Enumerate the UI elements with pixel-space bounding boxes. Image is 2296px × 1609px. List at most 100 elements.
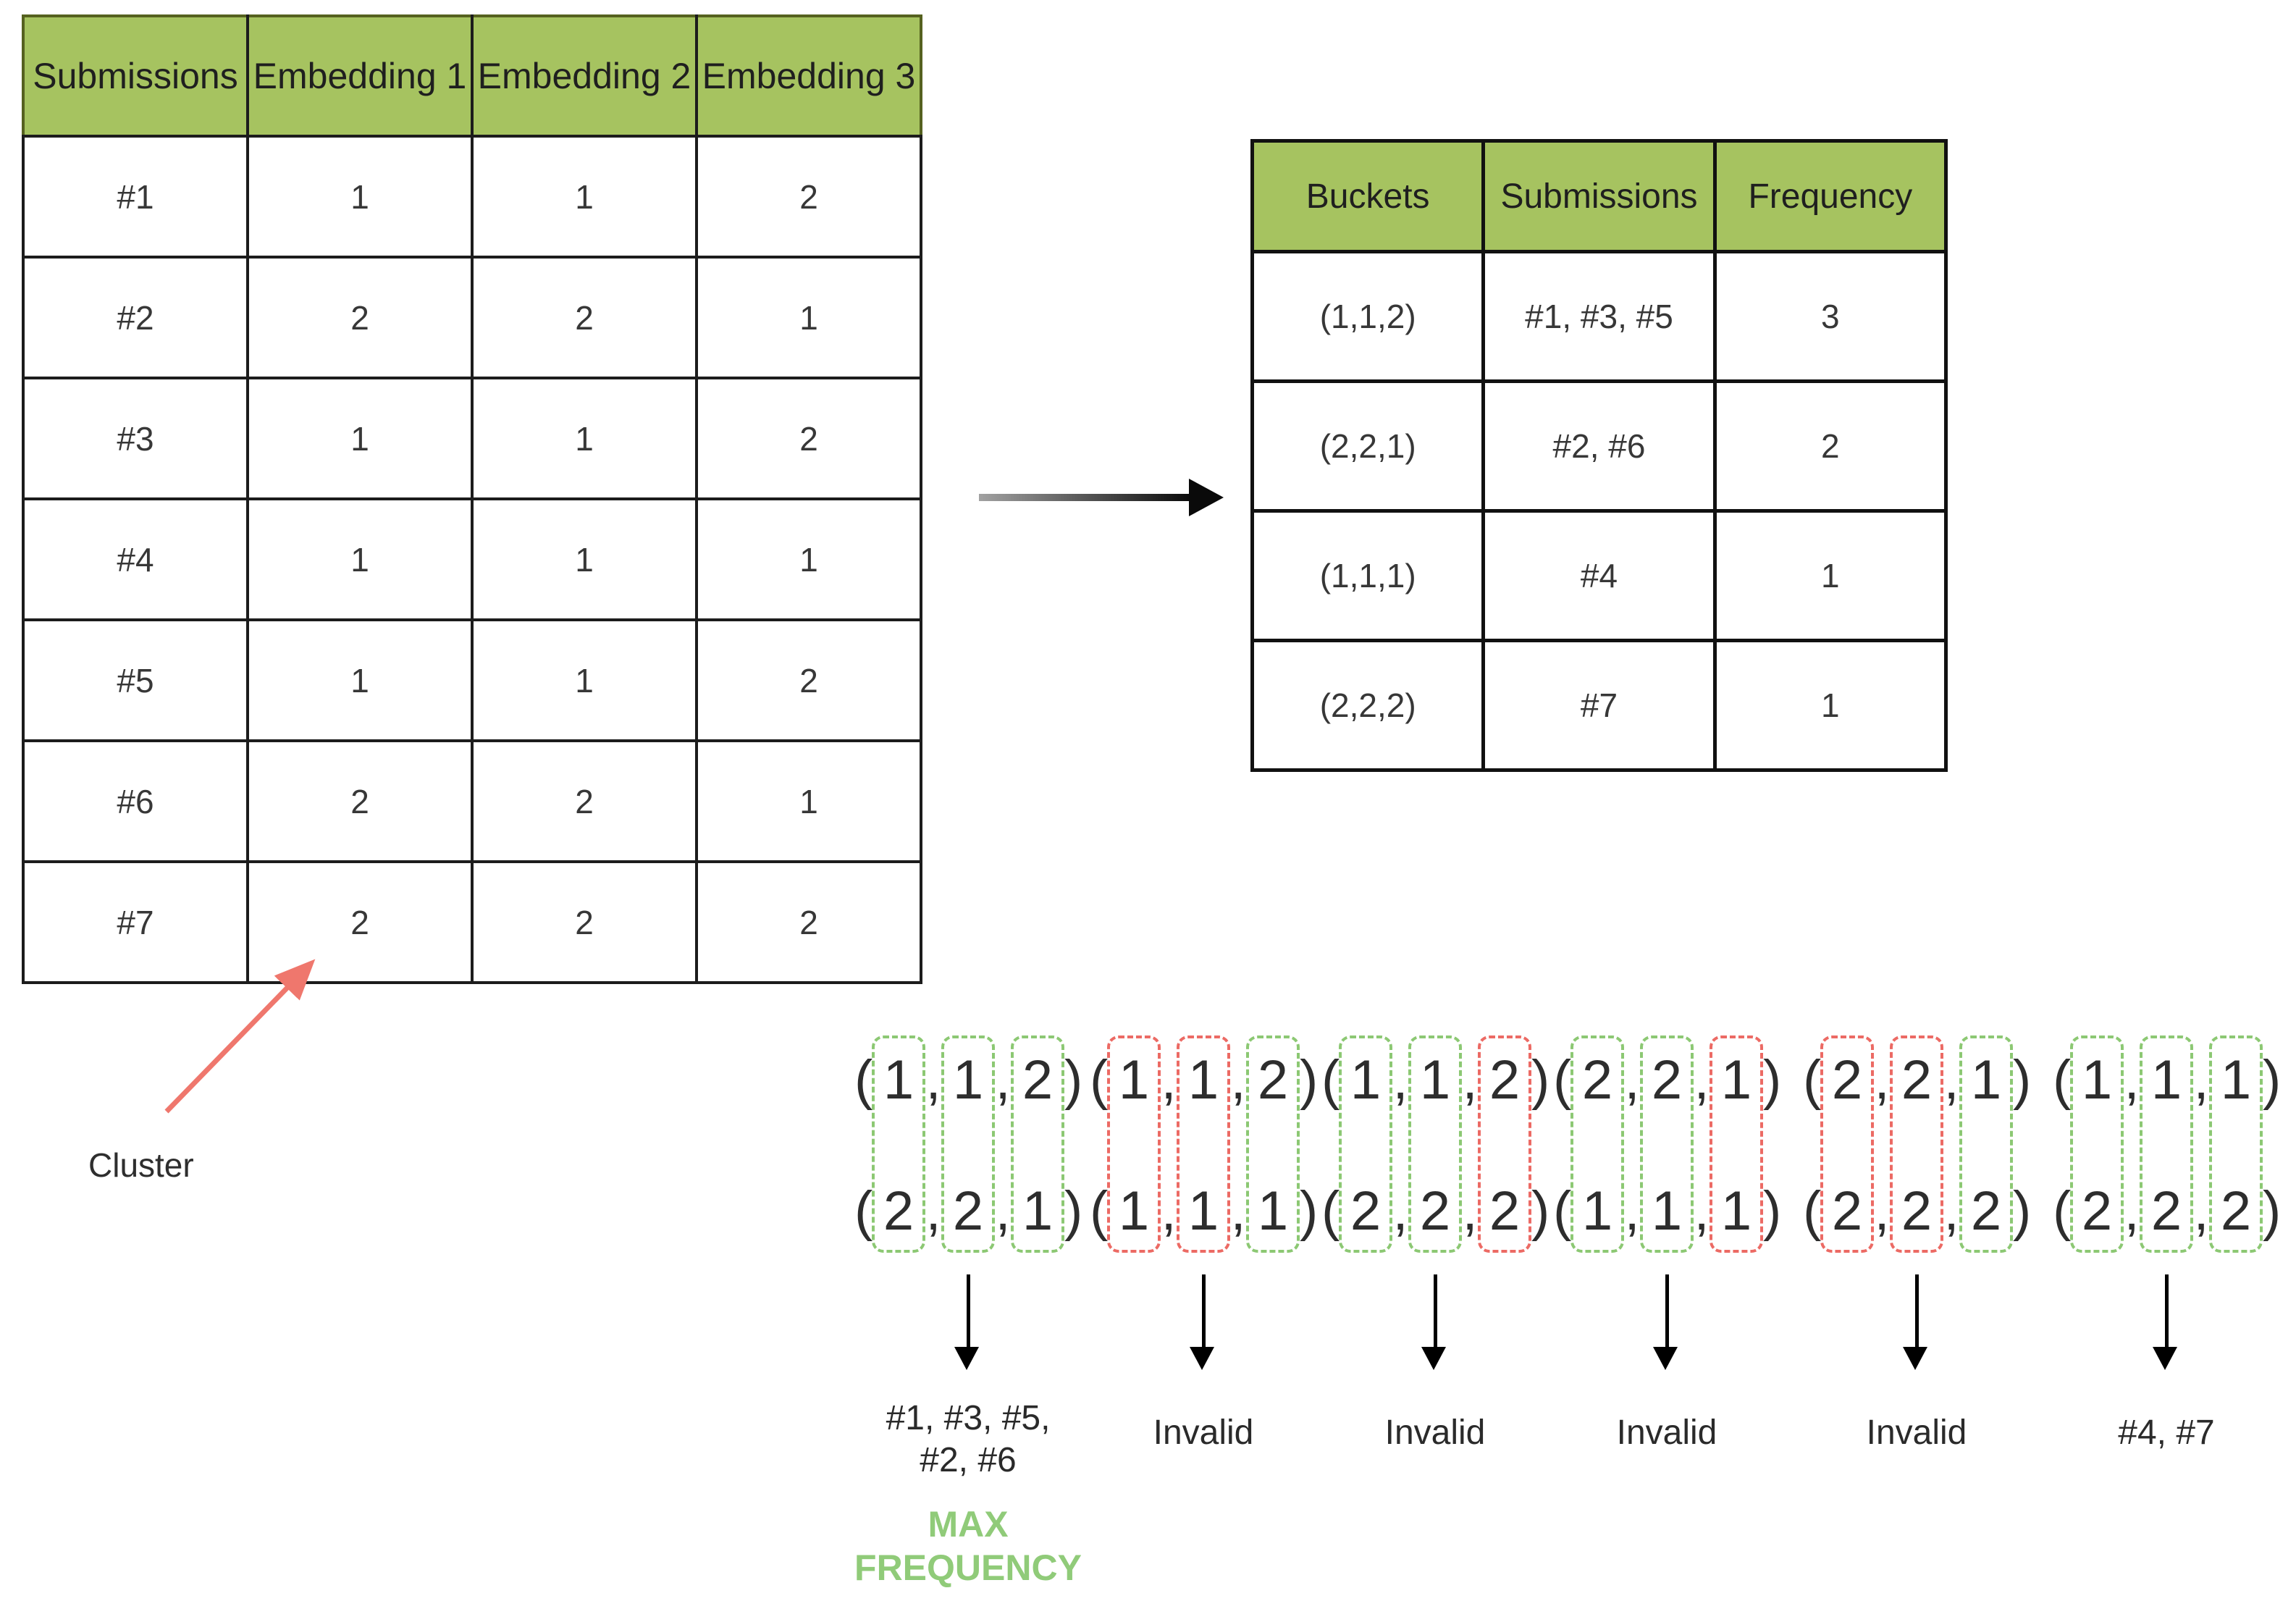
table-header-row: Submissions Embedding 1 Embedding 2 Embe… bbox=[22, 14, 922, 138]
tuple-comma: , bbox=[1230, 1180, 1246, 1242]
tuple-stack: ( 1 , 1 , 2 ) ( 1 , 1 , 1 ) bbox=[1090, 1035, 1318, 1253]
tuple-digit: 1 bbox=[1350, 1049, 1382, 1111]
embedding-cell: 1 bbox=[471, 377, 698, 500]
tuple-paren: ) bbox=[2013, 1180, 2032, 1242]
tuple-stack: ( 2 , 2 , 1 ) ( 2 , 2 , 2 ) bbox=[1803, 1035, 2032, 1253]
pair-result-label: #4, #7 bbox=[2024, 1412, 2296, 1454]
col-header-submissions: Submissions bbox=[22, 14, 249, 138]
pair-tuples: ( 1 , 1 , 2 ) ( 2 , 2 , 1 ) bbox=[854, 1035, 1082, 1253]
tuple-comma: , bbox=[2193, 1180, 2209, 1242]
down-arrow bbox=[1434, 1274, 1437, 1350]
submissions-cell: #1, #3, #5 bbox=[1481, 250, 1717, 383]
element-compare-box bbox=[1820, 1035, 1874, 1253]
tuple-paren: ( bbox=[1803, 1049, 1822, 1111]
bucket-tuple-top: ( 1 , 1 , 2 ) bbox=[1090, 1049, 1318, 1112]
tuple-comma: , bbox=[1161, 1049, 1177, 1111]
tuple-comma: , bbox=[925, 1049, 941, 1111]
cluster-pointer-arrow bbox=[164, 959, 316, 1114]
tuple-comma: , bbox=[1624, 1180, 1640, 1242]
col-header-embedding-1: Embedding 1 bbox=[246, 14, 474, 138]
embedding-cell: 2 bbox=[246, 739, 474, 863]
tuple-digit: 1 bbox=[1651, 1180, 1683, 1242]
tuple-comma: , bbox=[1230, 1049, 1246, 1111]
tuple-comma: , bbox=[1462, 1049, 1478, 1111]
frequency-cell: 3 bbox=[1712, 250, 1948, 383]
tuple-comma: , bbox=[1943, 1049, 1959, 1111]
submissions-cell: #2, #6 bbox=[1481, 379, 1717, 513]
bucket-tuple-top: ( 1 , 1 , 2 ) bbox=[854, 1049, 1082, 1112]
embedding-cell: 2 bbox=[246, 256, 474, 379]
tuple-digit: 1 bbox=[1419, 1049, 1451, 1111]
bucket-cell: (2,2,1) bbox=[1250, 379, 1486, 513]
tuple-digit: 1 bbox=[1022, 1180, 1054, 1242]
element-compare-box bbox=[1177, 1035, 1230, 1253]
bucket-cell: (1,1,2) bbox=[1250, 250, 1486, 383]
tuple-paren: ( bbox=[1321, 1049, 1340, 1111]
bucket-cell: (1,1,1) bbox=[1250, 509, 1486, 642]
pair-tuples: ( 1 , 1 , 2 ) ( 1 , 1 , 1 ) bbox=[1090, 1035, 1318, 1253]
tuple-digit: 1 bbox=[1970, 1049, 2002, 1111]
element-compare-box bbox=[1478, 1035, 1531, 1253]
tuple-paren: ) bbox=[1064, 1049, 1083, 1111]
tuple-paren: ) bbox=[1064, 1180, 1083, 1242]
max-frequency-label: MAX FREQUENCY bbox=[825, 1503, 1111, 1589]
tuple-paren: ( bbox=[1321, 1180, 1340, 1242]
bucket-pair-group-3: ( 1 , 1 , 2 ) ( 2 , 2 , 2 ) Invalid bbox=[1321, 1035, 1549, 1608]
element-compare-box bbox=[872, 1035, 925, 1253]
embedding-cell: 1 bbox=[246, 618, 474, 742]
tuple-digit: 2 bbox=[1831, 1049, 1863, 1111]
tuple-digit: 1 bbox=[952, 1049, 984, 1111]
tuple-paren: ) bbox=[2013, 1049, 2032, 1111]
tuple-paren: ) bbox=[1531, 1180, 1550, 1242]
table-row: (2,2,1) #2, #6 2 bbox=[1250, 379, 1948, 513]
tuple-digit: 1 bbox=[1118, 1049, 1150, 1111]
pair-result-label: Invalid bbox=[1292, 1412, 1578, 1454]
pair-result-label: #1, #3, #5, #2, #6 bbox=[825, 1398, 1111, 1482]
tuple-digit: 2 bbox=[1419, 1180, 1451, 1242]
bucket-pair-group-5: ( 2 , 2 , 1 ) ( 2 , 2 , 2 ) Invalid bbox=[1803, 1035, 2032, 1608]
element-compare-box bbox=[941, 1035, 995, 1253]
embedding-cell: 1 bbox=[695, 497, 922, 621]
result-line: Invalid bbox=[1866, 1413, 1967, 1452]
down-arrow bbox=[967, 1274, 970, 1350]
note-line: FREQUENCY bbox=[854, 1547, 1082, 1588]
table-row: (1,1,2) #1, #3, #5 3 bbox=[1250, 250, 1948, 383]
tuple-paren: ( bbox=[1090, 1180, 1109, 1242]
tuple-paren: ( bbox=[1090, 1049, 1109, 1111]
element-compare-box bbox=[1408, 1035, 1462, 1253]
bucket-tuple-bottom: ( 2 , 2 , 2 ) bbox=[1321, 1180, 1549, 1243]
tuple-paren: ( bbox=[1553, 1049, 1572, 1111]
tuple-comma: , bbox=[1161, 1180, 1177, 1242]
frequency-cell: 1 bbox=[1712, 639, 1948, 772]
down-arrow bbox=[1665, 1274, 1669, 1350]
bucket-tuple-bottom: ( 2 , 2 , 2 ) bbox=[1803, 1180, 2032, 1243]
bucket-pair-group-2: ( 1 , 1 , 2 ) ( 1 , 1 , 1 ) Invalid bbox=[1090, 1035, 1318, 1608]
embedding-cell: 1 bbox=[471, 618, 698, 742]
bucket-tuple-bottom: ( 2 , 2 , 1 ) bbox=[854, 1180, 1082, 1243]
tuple-comma: , bbox=[1874, 1180, 1890, 1242]
embedding-cell: 2 bbox=[695, 135, 922, 259]
tuple-digit: 1 bbox=[2081, 1049, 2113, 1111]
embedding-cell: 1 bbox=[471, 135, 698, 259]
down-arrow-head-icon bbox=[1903, 1347, 1927, 1370]
result-line: Invalid bbox=[1616, 1413, 1717, 1452]
down-arrow-head-icon bbox=[954, 1347, 979, 1370]
embedding-cell: 2 bbox=[471, 739, 698, 863]
tuple-digit: 2 bbox=[952, 1180, 984, 1242]
submission-id-cell: #2 bbox=[22, 256, 249, 379]
table-row: #2 2 2 1 bbox=[22, 256, 922, 379]
table-row: #5 1 1 2 bbox=[22, 618, 922, 742]
tuple-digit: 2 bbox=[1651, 1049, 1683, 1111]
down-arrow-head-icon bbox=[1190, 1347, 1214, 1370]
element-compare-box bbox=[1570, 1035, 1624, 1253]
col-header-frequency: Frequency bbox=[1712, 139, 1948, 253]
element-compare-box bbox=[1710, 1035, 1763, 1253]
tuple-digit: 2 bbox=[1970, 1180, 2002, 1242]
frequency-cell: 1 bbox=[1712, 509, 1948, 642]
element-compare-box bbox=[2070, 1035, 2124, 1253]
tuple-digit: 2 bbox=[1901, 1180, 1933, 1242]
bucket-cell: (2,2,2) bbox=[1250, 639, 1486, 772]
note-line: MAX bbox=[928, 1504, 1009, 1545]
tuple-digit: 2 bbox=[1489, 1049, 1521, 1111]
tuple-comma: , bbox=[2193, 1049, 2209, 1111]
